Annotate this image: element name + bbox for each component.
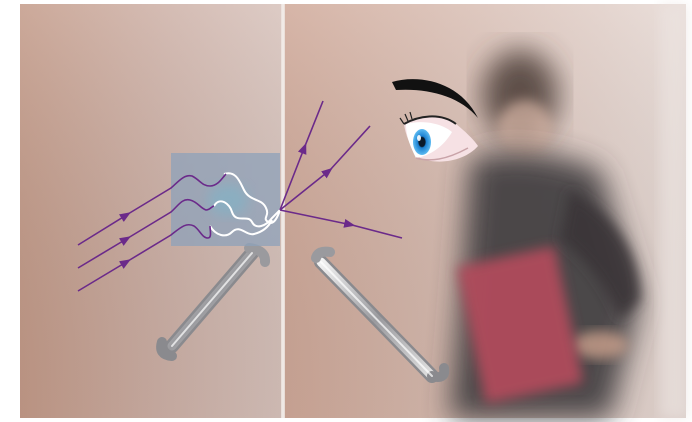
iris bbox=[413, 129, 431, 155]
